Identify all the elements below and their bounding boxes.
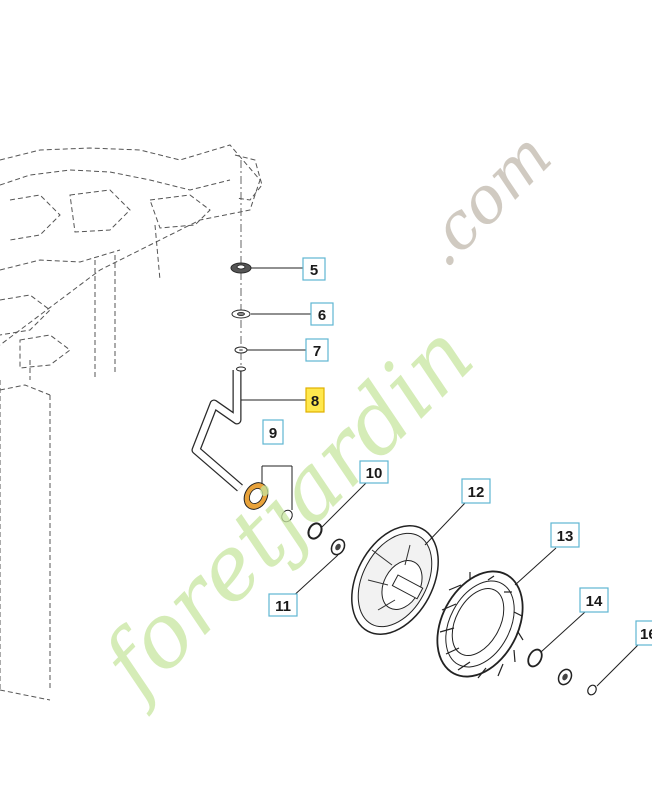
- watermark-tld: .com: [404, 119, 566, 281]
- callout-8-label: 8: [311, 393, 319, 410]
- callout-7[interactable]: 7: [305, 338, 329, 362]
- callout-9[interactable]: 9: [262, 419, 284, 445]
- part-11-bushing: [330, 538, 346, 556]
- callout-6-label: 6: [318, 307, 326, 324]
- part-14-ring: [527, 648, 543, 668]
- part-12-wheel-hub: [351, 525, 439, 635]
- callout-12[interactable]: 12: [461, 478, 491, 504]
- callout-11[interactable]: 11: [268, 593, 298, 617]
- callout-5[interactable]: 5: [302, 257, 326, 281]
- part-13-tire: [436, 570, 524, 679]
- callout-6[interactable]: 6: [310, 302, 334, 326]
- callout-10-label: 10: [366, 465, 383, 482]
- part-8-axle-rod: [191, 366, 246, 492]
- callout-16[interactable]: 16: [635, 620, 652, 646]
- callout-8[interactable]: 8: [305, 387, 325, 413]
- deck-frame-outline: [0, 144, 263, 701]
- part-9-bearing: [243, 482, 293, 523]
- callout-14[interactable]: 14: [579, 587, 609, 613]
- callout-7-label: 7: [313, 343, 321, 360]
- callout-13[interactable]: 13: [550, 522, 580, 548]
- callout-14-label: 14: [586, 593, 603, 610]
- watermark-brand: foretjardin: [78, 304, 493, 719]
- part-nut: [557, 668, 573, 686]
- part-10-ring: [307, 522, 323, 540]
- part-7-washer: [234, 346, 248, 354]
- callout-9-label: 9: [269, 425, 277, 442]
- callout-13-label: 13: [557, 528, 574, 545]
- callout-12-label: 12: [468, 484, 485, 501]
- callout-16-label: 16: [640, 626, 652, 643]
- callout-11-label: 11: [275, 598, 291, 615]
- part-6-washer: [231, 309, 251, 319]
- leader-lines: [241, 267, 639, 687]
- part-16-washer: [587, 684, 597, 696]
- part-5-bearing: [230, 262, 252, 274]
- callout-10[interactable]: 10: [359, 460, 389, 484]
- callout-5-label: 5: [310, 262, 318, 279]
